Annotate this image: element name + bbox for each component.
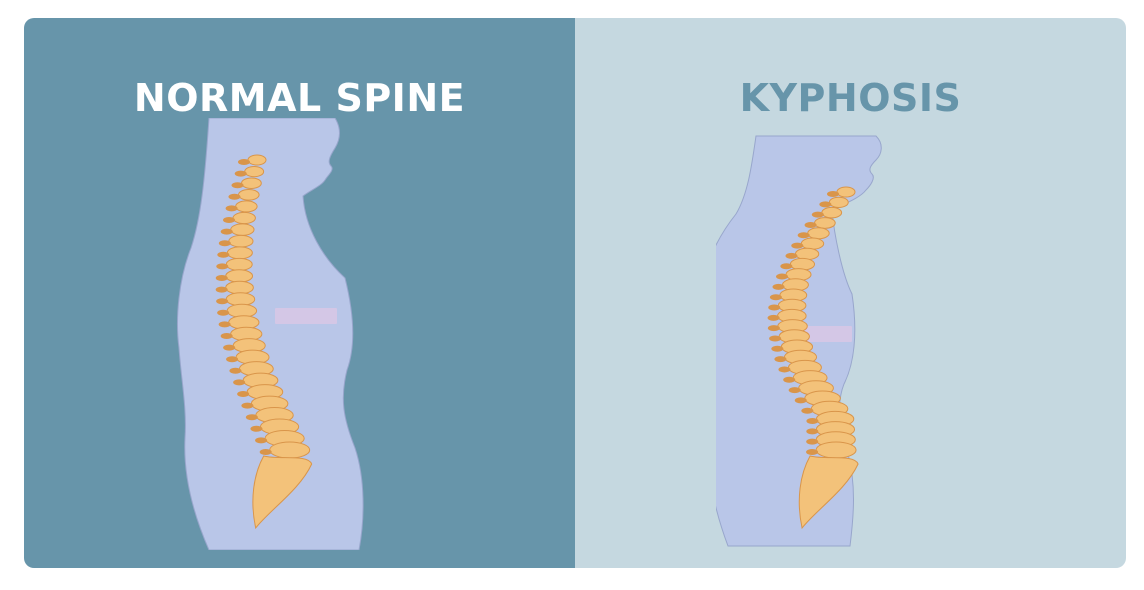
vertebra (244, 165, 265, 178)
spinous-process (218, 321, 231, 328)
spinous-process (220, 333, 233, 339)
spinous-process (806, 418, 819, 425)
normal-spine-figure-svg (177, 118, 364, 550)
spinous-process (226, 356, 239, 363)
vertebra (800, 237, 825, 250)
spinous-process (225, 205, 238, 212)
vertebra (225, 280, 254, 295)
spinous-process (216, 263, 229, 270)
spinous-process (768, 304, 781, 311)
vertebra (241, 177, 262, 189)
spinous-process (778, 366, 791, 373)
comparison-card: NORMAL SPINE KYPHOSIS (24, 18, 1126, 568)
vertebra (814, 217, 836, 229)
spinous-process (776, 273, 789, 280)
spinous-process (229, 367, 242, 374)
vertebra (226, 246, 253, 260)
vertebra (225, 269, 254, 283)
spinous-process (827, 191, 839, 197)
spinous-process (223, 344, 236, 351)
spine-column (767, 186, 859, 530)
spinous-process (220, 228, 233, 235)
spinous-process (218, 240, 231, 247)
kyphosis-illustration (716, 118, 916, 550)
spinous-process (241, 402, 254, 409)
sacrum (252, 455, 313, 530)
spine-column (215, 154, 313, 530)
spinous-process (819, 201, 832, 208)
vertebra (235, 200, 258, 213)
spinous-process (234, 170, 247, 177)
vertebra (815, 441, 857, 459)
vertebra (225, 292, 256, 307)
spinous-process (255, 437, 268, 444)
vertebra (807, 227, 830, 240)
spinous-process (797, 232, 810, 239)
spinous-process (806, 449, 819, 455)
spinous-process (772, 283, 785, 290)
spinous-process (774, 356, 787, 363)
spinous-process (806, 428, 819, 435)
vertebra (836, 186, 856, 198)
spinous-process (794, 397, 807, 404)
spinous-process (228, 193, 241, 200)
spinous-process (785, 252, 798, 259)
body-silhouette (177, 118, 364, 550)
vertebra (794, 247, 820, 261)
vertebra (789, 257, 816, 271)
sacrum (798, 455, 859, 530)
spinous-process (783, 376, 796, 383)
spinous-process (806, 438, 819, 445)
spinous-process (788, 387, 801, 394)
spinous-process (217, 309, 230, 316)
spinous-process (259, 449, 272, 455)
kyphosis-figure-svg (716, 135, 882, 547)
normal-spine-title: NORMAL SPINE (133, 76, 466, 120)
spinous-process (216, 298, 229, 305)
spinous-process (767, 314, 780, 321)
spinous-process (771, 345, 784, 352)
vertebra (237, 188, 260, 201)
spinous-process (811, 211, 824, 218)
spinous-process (245, 414, 258, 421)
vertebra (269, 441, 311, 459)
spinous-process (215, 286, 228, 293)
spinous-process (215, 275, 228, 281)
spinous-process (769, 335, 782, 342)
spinous-process (791, 242, 804, 249)
spinous-process (780, 263, 793, 270)
spinous-process (223, 217, 236, 223)
vertebra (232, 211, 256, 225)
vertebra (230, 223, 255, 236)
chest-marker (275, 308, 337, 324)
spinous-process (237, 391, 250, 397)
spinous-process (767, 325, 780, 332)
kyphosis-title: KYPHOSIS (739, 76, 962, 120)
spinous-process (217, 251, 230, 258)
spinous-process (804, 221, 817, 228)
spinous-process (231, 182, 244, 189)
vertebra (225, 257, 253, 271)
vertebra (828, 196, 849, 208)
spinous-process (769, 294, 782, 301)
spinous-process (801, 407, 814, 414)
spinous-process (250, 425, 263, 432)
vertebra (247, 154, 267, 166)
spinous-process (238, 159, 250, 165)
spinous-process (233, 379, 246, 386)
normal-spine-illustration (165, 118, 365, 550)
vertebra (821, 206, 843, 219)
vertebra (228, 234, 254, 248)
